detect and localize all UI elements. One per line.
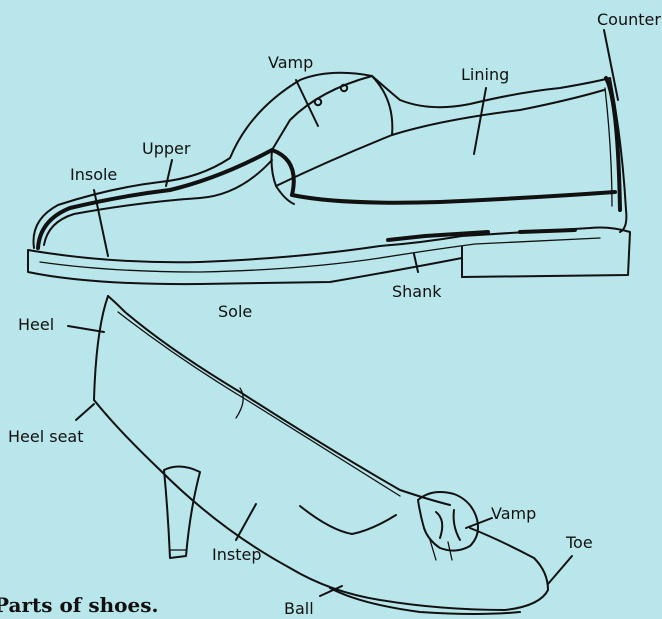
label-lining: Lining — [461, 65, 509, 84]
label-counter: Counter — [597, 10, 661, 29]
label-vamp-oxford: Vamp — [268, 53, 313, 72]
pump-bow-knot — [436, 510, 460, 540]
label-ball: Ball — [284, 599, 314, 618]
label-instep: Instep — [212, 545, 261, 564]
oxford-welt-line — [40, 238, 600, 272]
label-upper: Upper — [142, 139, 191, 158]
oxford-vamp-flap — [272, 76, 393, 186]
label-heel-seat: Heel seat — [8, 427, 84, 446]
oxford-heel-insert — [520, 230, 575, 232]
leader-shank — [414, 254, 418, 272]
leader-instep — [236, 504, 256, 540]
leader-heel — [68, 326, 104, 332]
oxford-eyelet-2 — [341, 85, 347, 91]
leader-lining — [474, 88, 486, 154]
oxford-eyelet-1 — [315, 99, 321, 105]
oxford-shoe — [28, 73, 630, 284]
label-vamp-pump: Vamp — [491, 504, 536, 523]
leader-vamp-pump — [466, 518, 492, 528]
label-sole: Sole — [218, 302, 252, 321]
leader-toe — [548, 556, 572, 584]
label-insole: Insole — [70, 165, 117, 184]
label-toe: Toe — [565, 533, 593, 552]
label-shank: Shank — [392, 282, 442, 301]
oxford-sole-outline — [28, 228, 630, 285]
diagram-caption: Parts of shoes. — [0, 593, 158, 617]
pump-topline — [108, 296, 450, 505]
pump-leaders — [68, 326, 572, 596]
oxford-lining-inner — [605, 88, 612, 206]
leader-upper — [166, 160, 172, 186]
pump-vamp-edge — [300, 506, 396, 534]
pump-shoe — [94, 296, 548, 614]
pump-upper-outline — [94, 296, 548, 610]
leader-heel-seat — [76, 404, 94, 420]
label-heel: Heel — [18, 315, 54, 334]
